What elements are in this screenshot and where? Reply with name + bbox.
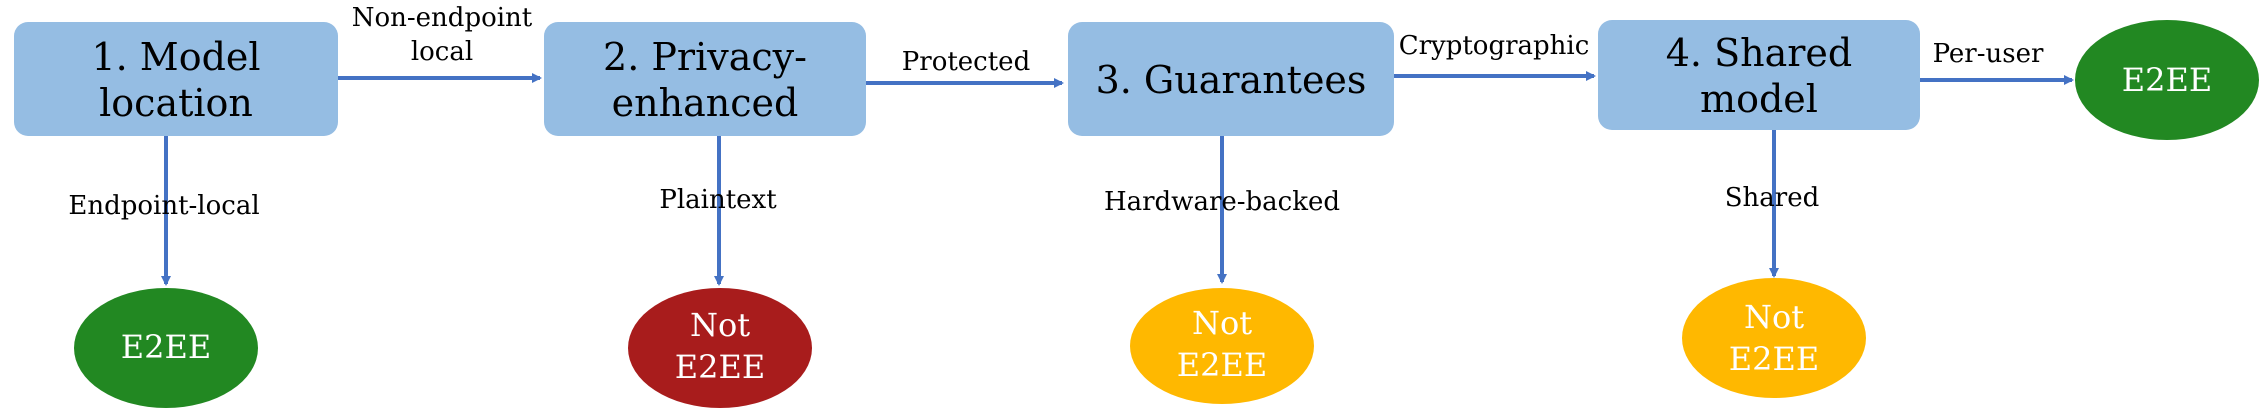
outcome-4-line-1: Not	[1744, 298, 1804, 336]
outcome-ellipse-2	[628, 288, 812, 408]
step-2-line-1: 2. Privacy-	[603, 35, 807, 79]
edge-label-endpoint-local: Endpoint-local	[68, 191, 259, 221]
outcome-2-line-1: Not	[690, 306, 750, 344]
step-2-line-2: enhanced	[612, 81, 799, 125]
edge-label-per-user: Per-user	[1933, 39, 2044, 69]
step-1-line-2: location	[99, 81, 253, 125]
outcome-3-line-2: E2EE	[1177, 346, 1267, 384]
outcome-e2ee-endpoint-local: E2EE	[74, 288, 258, 408]
edge-label-plaintext: Plaintext	[659, 185, 777, 215]
outcome-4-line-2: E2EE	[1729, 340, 1819, 378]
edge-label-cryptographic: Cryptographic	[1399, 31, 1590, 61]
outcome-not-e2ee-hardware: Not E2EE	[1130, 288, 1314, 404]
outcome-not-e2ee-plaintext: Not E2EE	[628, 288, 812, 408]
outcome-ellipse-4	[1682, 278, 1866, 398]
outcome-3-line-1: Not	[1192, 304, 1252, 342]
step-4-line-2: model	[1700, 77, 1818, 121]
step-box-2: 2. Privacy- enhanced	[544, 22, 866, 136]
outcome-5-line-1: E2EE	[2122, 61, 2212, 99]
edge-label-non-endpoint-line-2: local	[411, 37, 473, 67]
edge-label-hardware-backed: Hardware-backed	[1104, 187, 1340, 217]
step-box-1: 1. Model location	[14, 22, 338, 136]
outcome-ellipse-5	[2075, 20, 2259, 140]
outcome-2-line-2: E2EE	[675, 348, 765, 386]
outcome-1-line-1: E2EE	[121, 328, 211, 366]
step-1-line-1: 1. Model	[91, 35, 260, 79]
step-4-line-1: 4. Shared	[1666, 31, 1852, 75]
outcome-ellipse-1	[74, 288, 258, 408]
step-box-3: 3. Guarantees	[1068, 22, 1394, 136]
edge-label-non-endpoint-line-1: Non-endpoint	[352, 3, 533, 33]
edge-label-protected: Protected	[902, 47, 1030, 77]
step-3-line-1: 3. Guarantees	[1096, 58, 1367, 102]
step-box-4: 4. Shared model	[1598, 20, 1920, 130]
outcome-not-e2ee-shared: Not E2EE	[1682, 278, 1866, 398]
outcome-e2ee-per-user: E2EE	[2075, 20, 2259, 140]
edge-label-shared: Shared	[1725, 183, 1820, 213]
outcome-ellipse-3	[1130, 288, 1314, 404]
